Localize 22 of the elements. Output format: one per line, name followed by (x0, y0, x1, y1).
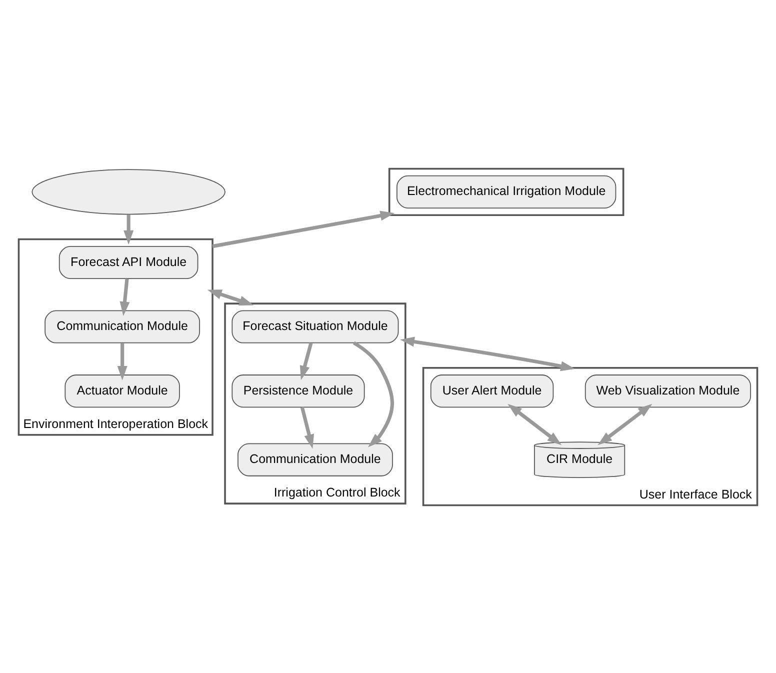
node-box: Persistence Module (232, 374, 365, 408)
cluster (388, 167, 624, 216)
node-box: Forecast API Module (58, 245, 198, 278)
arrow (300, 406, 314, 448)
arrow (508, 403, 562, 445)
node-box: Communication Module (238, 442, 393, 476)
arrow (352, 340, 394, 447)
arrow (300, 342, 313, 380)
node-box: Electromechanical Irrigation Module (396, 174, 616, 208)
node-cloud (32, 168, 226, 214)
node-box: Actuator Module (64, 374, 180, 408)
arrow (598, 403, 652, 445)
arrow (207, 289, 254, 305)
node-box: User Alert Module (430, 374, 554, 408)
arrow (124, 214, 134, 244)
node-box: Communication Module (44, 310, 200, 343)
arrow (117, 342, 128, 380)
arrow (120, 278, 130, 316)
arrow (212, 210, 395, 248)
arrow (400, 336, 576, 371)
node-box: Web Visualization Module (584, 374, 752, 408)
node-box: Forecast Situation Module (232, 310, 399, 343)
